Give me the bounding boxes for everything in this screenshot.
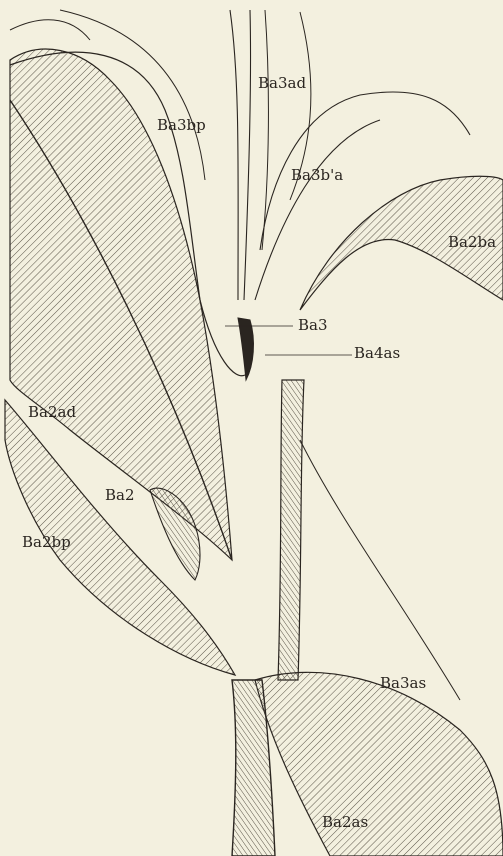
label-a2: Ba2 [105, 488, 135, 503]
bud-a3 [238, 318, 253, 380]
label-a3-ba: Ba3b'a [291, 168, 343, 183]
leaf-a3-ad [230, 10, 251, 300]
label-a2-ba: Ba2ba [448, 235, 496, 250]
label-a3-bp: Ba3bp [157, 118, 206, 133]
label-a3-as: Ba3as [380, 676, 426, 691]
stem [278, 380, 304, 680]
label-a2-bp: Ba2bp [22, 535, 71, 550]
label-a3-ad: Ba3ad [258, 76, 306, 91]
leaf-a3-as [255, 672, 503, 856]
label-a2-as: Ba2as [322, 815, 368, 830]
label-a3: Ba3 [298, 318, 328, 333]
label-a4-as: Ba4as [354, 346, 400, 361]
label-a2-ad: Ba2ad [28, 405, 76, 420]
